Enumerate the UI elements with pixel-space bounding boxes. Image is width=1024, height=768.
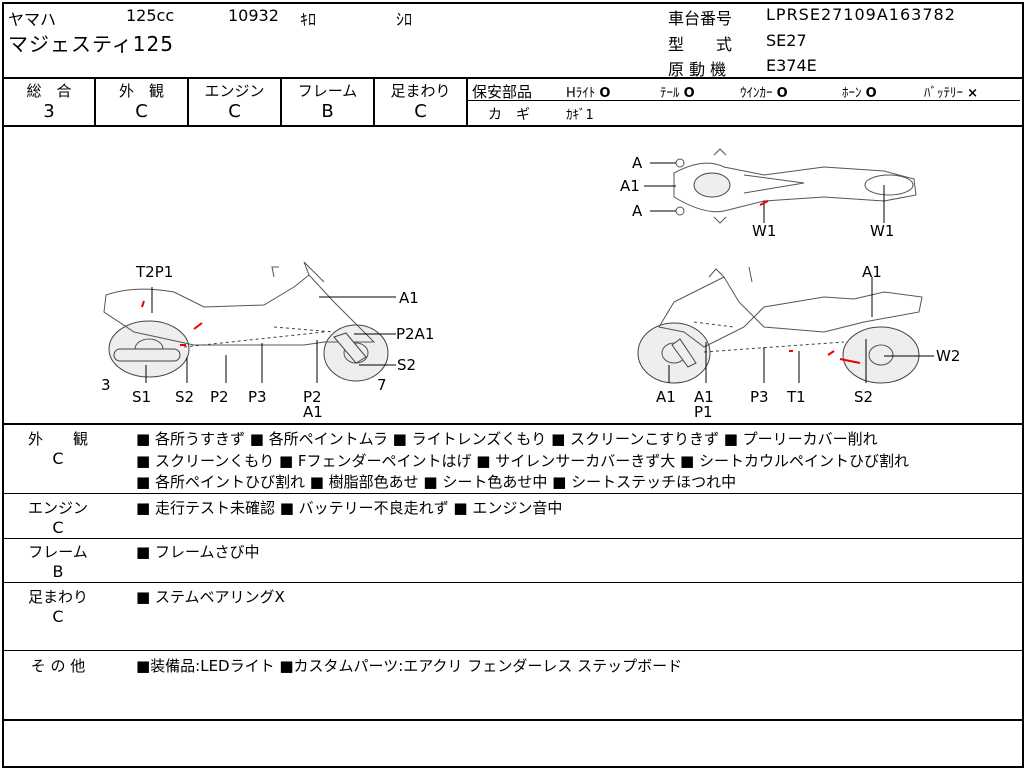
label-l-7: P2 (210, 388, 229, 406)
safety-label: 保安部品 (472, 83, 533, 101)
label-l-5: S1 (132, 388, 151, 406)
safety-winker: ｳｲﾝｶｰ O (740, 86, 788, 101)
grade-header-exterior: 外 観 (118, 82, 164, 100)
engine-code-label: 原 動 機 (668, 60, 727, 79)
label-r-5: P3 (750, 388, 769, 406)
section-other-line: ■装備品:LEDライト ■カスタムパーツ:エアクリ フェンダーレス ステップボー… (136, 657, 683, 675)
divider (466, 78, 468, 125)
divider (2, 77, 1022, 79)
label-l-6: S2 (175, 388, 194, 406)
label-r-4: P1 (694, 403, 713, 421)
scooter-top-leaders (644, 162, 885, 223)
label-l-1: A1 (399, 289, 419, 307)
section-suspension-label: 足まわり (27, 588, 88, 606)
section-engine-line: ■ 走行テスト未確認 ■ バッテリー不良走れず ■ エンジン音中 (136, 499, 563, 517)
key-value: ｶｷﾞ1 (566, 108, 594, 123)
grade-frame: B (321, 101, 334, 122)
divider (2, 650, 1022, 651)
scooter-top-view (673, 148, 917, 224)
scooter-right-view (637, 266, 923, 384)
divider (2, 538, 1022, 539)
divider (373, 78, 375, 125)
section-exterior-grade: C (52, 449, 64, 468)
label-l-11: 7 (377, 376, 387, 394)
safety-tail: ﾃｰﾙ O (660, 86, 695, 101)
section-exterior-label: 外 観 (27, 430, 88, 448)
divider (187, 78, 189, 125)
label-r-6: T1 (786, 388, 806, 406)
divider (2, 582, 1022, 583)
displacement: 125cc (126, 6, 175, 25)
section-suspension-grade: C (52, 607, 64, 626)
grade-header-overall: 総 合 (26, 82, 72, 100)
label-l-10: A1 (303, 403, 323, 421)
safety-battery-mark: × (967, 86, 979, 101)
model-code: SE27 (766, 31, 807, 50)
scooter-left-leaders (141, 287, 396, 383)
divider (2, 719, 1022, 721)
divider (94, 78, 96, 125)
safety-horn-mark: O (865, 86, 877, 101)
divider (2, 125, 1022, 127)
divider (2, 493, 1022, 494)
model-name: マジェスティ125 (8, 32, 174, 56)
section-frame-line: ■ フレームさび中 (136, 543, 260, 561)
safety-winker-mark: O (776, 86, 788, 101)
section-frame-grade: B (52, 562, 64, 581)
label-r-1: W2 (936, 347, 960, 365)
label-l-2: P2A1 (396, 325, 434, 343)
divider (468, 100, 1020, 101)
section-exterior-line: ■ 各所うすきず ■ 各所ペイントムラ ■ ライトレンズくもり ■ スクリーンこ… (136, 430, 878, 448)
label-t-3: W1 (752, 222, 776, 240)
section-other-label: そ の 他 (30, 657, 86, 675)
scooter-right-leaders (668, 277, 934, 383)
section-frame-label: フレーム (28, 543, 88, 561)
scooter-left-view (103, 261, 389, 382)
divider (280, 78, 282, 125)
label-r-7: S2 (854, 388, 873, 406)
label-t-2: A (632, 202, 643, 220)
label-l-3: S2 (397, 356, 416, 374)
safety-headlight-mark: O (599, 86, 611, 101)
label-t-1: A1 (620, 177, 640, 195)
color: ｼﾛ (396, 10, 413, 29)
section-engine-grade: C (52, 518, 64, 537)
safety-battery: ﾊﾞｯﾃﾘｰ × (924, 86, 979, 101)
label-r-2: A1 (656, 388, 676, 406)
label-r-3: A1 (694, 388, 714, 406)
maker: ヤマハ (8, 10, 57, 29)
section-suspension-line: ■ ステムベアリングX (136, 588, 285, 606)
mileage-unit: ｷﾛ (300, 10, 317, 29)
label-t-4: W1 (870, 222, 894, 240)
grade-header-frame: フレーム (297, 82, 358, 100)
section-engine-label: エンジン (27, 499, 88, 517)
label-l-8: P3 (248, 388, 267, 406)
grade-header-suspension: 足まわり (390, 82, 451, 100)
safety-tail-mark: O (683, 86, 695, 101)
mileage: 10932 (228, 6, 279, 25)
grade-engine: C (228, 101, 241, 122)
label-l-0: T2P1 (135, 263, 173, 281)
divider (2, 423, 1022, 425)
grade-overall: 3 (43, 101, 55, 122)
key-label: カ ギ (488, 107, 530, 123)
section-exterior-line: ■ スクリーンくもり ■ Fフェンダーペイントはげ ■ サイレンサーカバーきず大… (136, 452, 909, 470)
frame-no-label: 車台番号 (668, 9, 733, 28)
safety-horn: ﾎｰﾝ O (842, 86, 877, 101)
frame-no: LPRSE27109A163782 (766, 5, 956, 24)
grade-suspension: C (414, 101, 427, 122)
section-exterior-line: ■ 各所ペイントひび割れ ■ 樹脂部色あせ ■ シート色あせ中 ■ シートステッ… (136, 473, 737, 491)
grade-exterior: C (135, 101, 148, 122)
safety-headlight: Hﾗｲﾄ O (566, 86, 611, 101)
model-code-label: 型 式 (668, 35, 733, 54)
engine-code: E374E (766, 56, 817, 75)
label-r-0: A1 (862, 263, 882, 281)
label-l-9: P2 (303, 388, 322, 406)
damage-diagram: T2P1 A1 P2A1 S2 3 S1 S2 P2 P3 P2 A1 7 A1… (101, 148, 960, 421)
grade-header-engine: エンジン (204, 82, 265, 100)
label-l-4: 3 (101, 376, 111, 394)
label-t-0: A (632, 154, 643, 172)
